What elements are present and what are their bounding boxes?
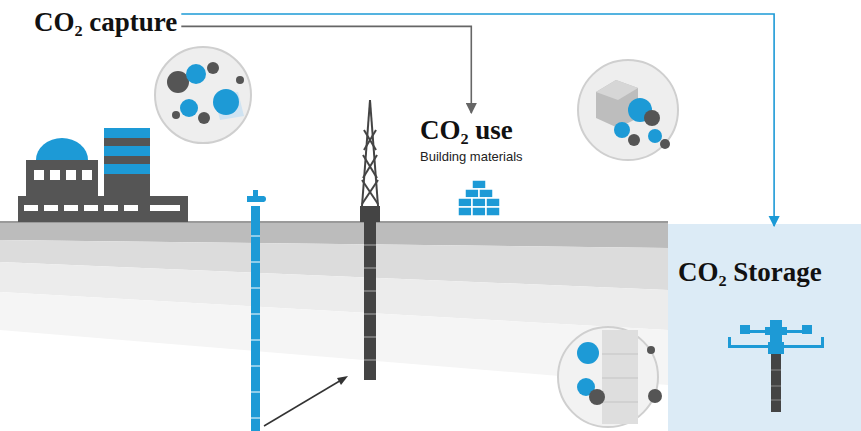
- heading-text: CO₂ capture: [34, 8, 177, 38]
- heading-text: CO₂ use: [420, 116, 523, 146]
- storage-panel: CO₂ Storage: [668, 224, 861, 431]
- subtitle-text: Building materials: [420, 149, 523, 164]
- flow-arrow: [181, 26, 471, 113]
- heading-text: CO₂ Storage: [678, 258, 853, 288]
- flow-arrow: [181, 14, 774, 226]
- use-label: CO₂ useBuilding materials: [420, 116, 523, 164]
- capture-label: CO₂ capture: [34, 8, 177, 38]
